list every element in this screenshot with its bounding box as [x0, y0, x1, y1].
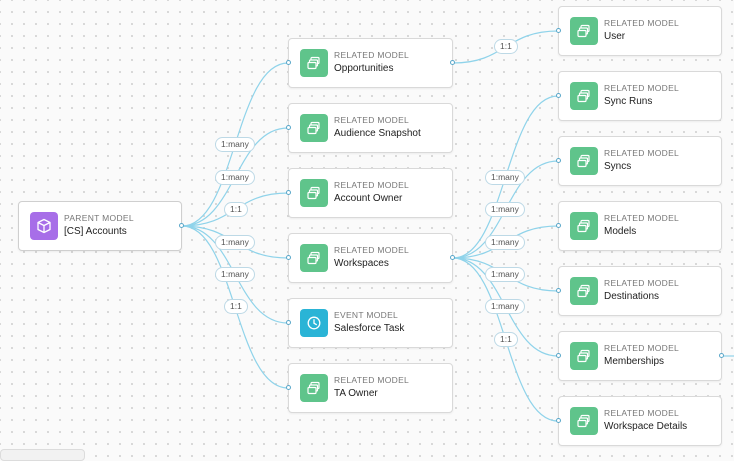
stack-icon [570, 147, 598, 175]
target-handle[interactable] [286, 320, 291, 325]
node-kind: PARENT MODEL [64, 213, 134, 223]
node-ta-owner[interactable]: RELATED MODEL TA Owner [286, 363, 453, 413]
node-kind: RELATED MODEL [334, 245, 410, 255]
node-workspaces[interactable]: RELATED MODEL Workspaces [286, 233, 455, 283]
target-handle[interactable] [556, 288, 561, 293]
cardinality-label: 1:many [215, 235, 255, 250]
cube-icon [30, 212, 58, 240]
node-name: Workspaces [334, 258, 389, 269]
cardinality-label: 1:1 [494, 39, 518, 54]
target-handle[interactable] [286, 60, 291, 65]
stack-icon [300, 49, 328, 77]
source-handle[interactable] [450, 60, 455, 65]
node-parent-accounts[interactable]: PARENT MODEL [CS] Accounts [18, 201, 184, 251]
stack-icon [570, 407, 598, 435]
node-sync-runs[interactable]: RELATED MODEL Sync Runs [556, 71, 722, 121]
stack-icon [300, 114, 328, 142]
target-handle[interactable] [286, 255, 291, 260]
node-kind: RELATED MODEL [334, 180, 410, 190]
stack-icon [570, 342, 598, 370]
cardinality-label: 1:many [485, 267, 525, 282]
node-kind: RELATED MODEL [604, 278, 680, 288]
node-name: Account Owner [334, 193, 403, 204]
node-user[interactable]: RELATED MODEL User [556, 6, 722, 56]
cardinality-label: 1:1 [224, 299, 248, 314]
node-destinations[interactable]: RELATED MODEL Destinations [556, 266, 722, 316]
cardinality-label: 1:1 [224, 202, 248, 217]
node-name: User [604, 31, 626, 42]
cardinality-label: 1:many [485, 235, 525, 250]
node-name: Salesforce Task [334, 323, 405, 334]
node-syncs[interactable]: RELATED MODEL Syncs [556, 136, 722, 186]
stack-icon [570, 17, 598, 45]
target-handle[interactable] [286, 125, 291, 130]
stack-icon [300, 374, 328, 402]
target-handle[interactable] [556, 93, 561, 98]
target-handle[interactable] [556, 353, 561, 358]
node-account-owner[interactable]: RELATED MODEL Account Owner [286, 168, 453, 218]
cardinality-label: 1:many [215, 267, 255, 282]
node-name: Syncs [604, 161, 632, 172]
node-name: Sync Runs [604, 96, 653, 107]
node-models[interactable]: RELATED MODEL Models [556, 201, 722, 251]
node-kind: RELATED MODEL [334, 375, 410, 385]
stack-icon [570, 212, 598, 240]
target-handle[interactable] [286, 190, 291, 195]
cardinality-label: 1:many [485, 299, 525, 314]
stack-icon [570, 277, 598, 305]
node-kind: EVENT MODEL [334, 310, 399, 320]
node-kind: RELATED MODEL [604, 83, 680, 93]
source-handle[interactable] [719, 353, 724, 358]
node-opportunities[interactable]: RELATED MODEL Opportunities [286, 38, 455, 88]
cardinality-label: 1:many [485, 202, 525, 217]
node-name: Destinations [604, 291, 660, 302]
node-name: Opportunities [334, 63, 394, 74]
target-handle[interactable] [556, 28, 561, 33]
cardinality-label: 1:many [215, 170, 255, 185]
node-memberships[interactable]: RELATED MODEL Memberships [556, 331, 724, 381]
node-kind: RELATED MODEL [604, 213, 680, 223]
clock-icon [300, 309, 328, 337]
cardinality-label: 1:1 [494, 332, 518, 347]
node-audience-snapshot[interactable]: RELATED MODEL Audience Snapshot [286, 103, 453, 153]
node-kind: RELATED MODEL [604, 343, 680, 353]
cardinality-label: 1:many [485, 170, 525, 185]
target-handle[interactable] [556, 223, 561, 228]
node-name: Models [604, 226, 637, 237]
node-kind: RELATED MODEL [604, 148, 680, 158]
stack-icon [300, 244, 328, 272]
node-kind: RELATED MODEL [334, 115, 410, 125]
source-handle[interactable] [450, 255, 455, 260]
node-name: Workspace Details [604, 421, 688, 432]
stack-icon [570, 82, 598, 110]
node-kind: RELATED MODEL [604, 408, 680, 418]
node-workspace-details[interactable]: RELATED MODEL Workspace Details [556, 396, 722, 446]
cardinality-label: 1:many [215, 137, 255, 152]
node-name: Memberships [604, 356, 665, 367]
target-handle[interactable] [556, 158, 561, 163]
node-name: Audience Snapshot [334, 128, 421, 139]
node-kind: RELATED MODEL [604, 18, 680, 28]
stack-icon [300, 179, 328, 207]
node-kind: RELATED MODEL [334, 50, 410, 60]
minimap-tab[interactable] [0, 449, 85, 461]
target-handle[interactable] [286, 385, 291, 390]
target-handle[interactable] [556, 418, 561, 423]
source-handle[interactable] [179, 223, 184, 228]
node-name: TA Owner [334, 388, 378, 399]
node-name: [CS] Accounts [64, 226, 127, 237]
node-salesforce-task[interactable]: EVENT MODEL Salesforce Task [286, 298, 453, 348]
